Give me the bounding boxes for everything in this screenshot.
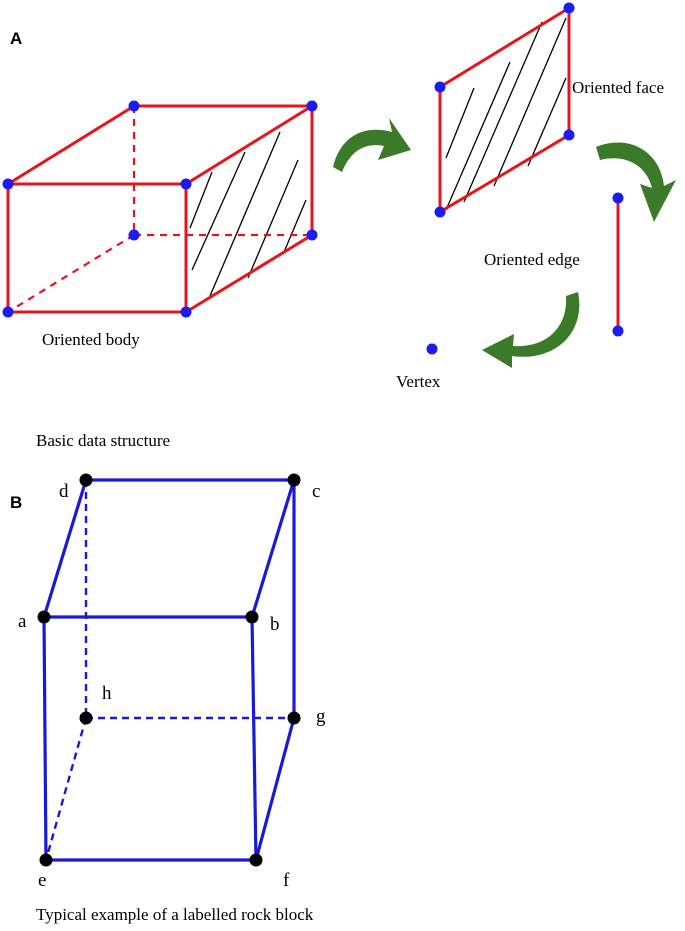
- face-vertex: [563, 129, 575, 141]
- vertex-label-d: d: [59, 481, 69, 502]
- body-vertex: [2, 306, 14, 318]
- vertex-g: [287, 711, 301, 725]
- oriented-edge-label: Oriented edge: [484, 250, 580, 269]
- vertex-e: [39, 853, 53, 867]
- vertex-f: [249, 853, 263, 867]
- body-front-face: [6, 182, 188, 314]
- arrow-edge-to-vertex-icon: [482, 292, 580, 368]
- body-vertex: [128, 229, 140, 241]
- oriented-face-label: Oriented face: [572, 78, 664, 97]
- vertex-label-e: e: [38, 870, 46, 891]
- body-vertex: [306, 100, 318, 112]
- body-vertex: [306, 229, 318, 241]
- vertex-label: Vertex: [396, 372, 441, 391]
- body-vertex: [180, 306, 192, 318]
- face-vertex: [434, 206, 446, 218]
- body-hidden-edge: [7, 234, 135, 313]
- oriented-edge: [612, 192, 624, 337]
- vertex-c: [287, 473, 301, 487]
- oriented-body: [2, 100, 318, 318]
- body-face-hatch: [189, 131, 307, 297]
- oriented-body-label: Oriented body: [42, 330, 140, 349]
- edge-vertex: [612, 325, 624, 337]
- body-top-edges: [7, 104, 318, 186]
- panel-b-letter: B: [10, 493, 22, 512]
- body-vertex: [2, 178, 14, 190]
- panel-a-caption: Basic data structure: [36, 431, 170, 450]
- face-vertex: [434, 81, 446, 93]
- vertex-a: [37, 610, 51, 624]
- panel-b-caption: Typical example of a labelled rock block: [36, 905, 314, 924]
- rock-block: [37, 473, 301, 867]
- panel-a-letter: A: [10, 29, 22, 48]
- arrow-face-to-edge-icon: [596, 142, 676, 222]
- vertex-dot: [426, 343, 438, 355]
- vertex-label-c: c: [312, 481, 320, 502]
- arrow-body-to-face-icon: [333, 118, 411, 172]
- vertex-label-g: g: [316, 706, 326, 727]
- vertex-label-h: h: [102, 683, 112, 704]
- face-vertex: [563, 2, 575, 14]
- body-right-edges: [185, 106, 314, 314]
- block-front-face: [42, 615, 258, 862]
- body-vertex: [128, 100, 140, 112]
- edge-vertex: [612, 192, 624, 204]
- block-hidden-edge: [44, 717, 88, 861]
- vertex-h: [79, 711, 93, 725]
- vertex-label-b: b: [270, 614, 280, 635]
- face-hatch: [445, 17, 567, 211]
- oriented-face: [434, 2, 575, 218]
- vertex-d: [79, 473, 93, 487]
- block-top-edges: [42, 478, 297, 618]
- vertex-label-a: a: [18, 611, 27, 632]
- body-vertex: [180, 178, 192, 190]
- vertex-b: [245, 610, 259, 624]
- vertex-label-f: f: [283, 870, 290, 891]
